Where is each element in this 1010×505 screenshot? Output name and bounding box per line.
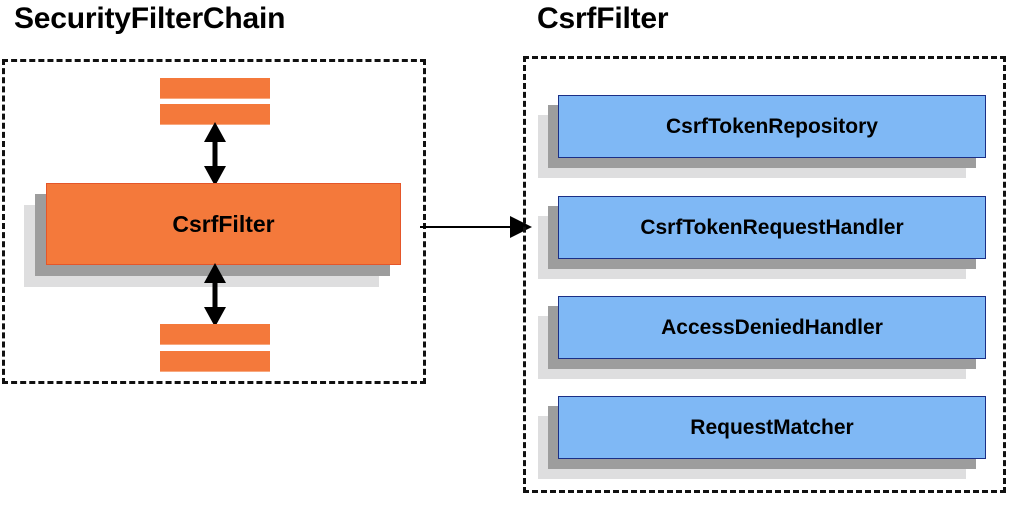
page-title-security-filter-chain: SecurityFilterChain <box>14 2 286 35</box>
connector-arrow-icon <box>420 216 532 238</box>
collaborator-box-label: AccessDeniedHandler <box>661 315 883 339</box>
bidirectional-arrow-up-icon <box>204 122 226 186</box>
collaborator-box-csrf-token-repository[interactable]: CsrfTokenRepository <box>538 95 986 178</box>
security-filter-chain-panel <box>2 59 426 384</box>
card-face: CsrfTokenRepository <box>558 95 986 158</box>
collaborator-box-label: RequestMatcher <box>690 415 854 439</box>
filter-stub-bar-bottom-1 <box>160 324 270 345</box>
card-face: CsrfFilter <box>46 183 401 265</box>
page-title-csrf-filter: CsrfFilter <box>537 2 669 35</box>
card-face: CsrfTokenRequestHandler <box>558 196 986 259</box>
collaborator-box-request-matcher[interactable]: RequestMatcher <box>538 396 986 479</box>
filter-stub-bar-top-1 <box>160 78 270 99</box>
csrf-filter-collaborators-panel <box>523 56 1006 493</box>
collaborator-box-label: CsrfTokenRepository <box>666 114 878 138</box>
collaborator-box-label: CsrfTokenRequestHandler <box>640 215 904 239</box>
card-face: RequestMatcher <box>558 396 986 459</box>
csrf-filter-box[interactable]: CsrfFilter <box>24 183 401 287</box>
filter-stub-bar-bottom-2 <box>160 351 270 372</box>
collaborator-box-csrf-token-request-handler[interactable]: CsrfTokenRequestHandler <box>538 196 986 279</box>
bidirectional-arrow-down-icon <box>204 263 226 327</box>
csrf-filter-box-label: CsrfFilter <box>172 210 275 237</box>
collaborator-box-access-denied-handler[interactable]: AccessDeniedHandler <box>538 296 986 379</box>
card-face: AccessDeniedHandler <box>558 296 986 359</box>
